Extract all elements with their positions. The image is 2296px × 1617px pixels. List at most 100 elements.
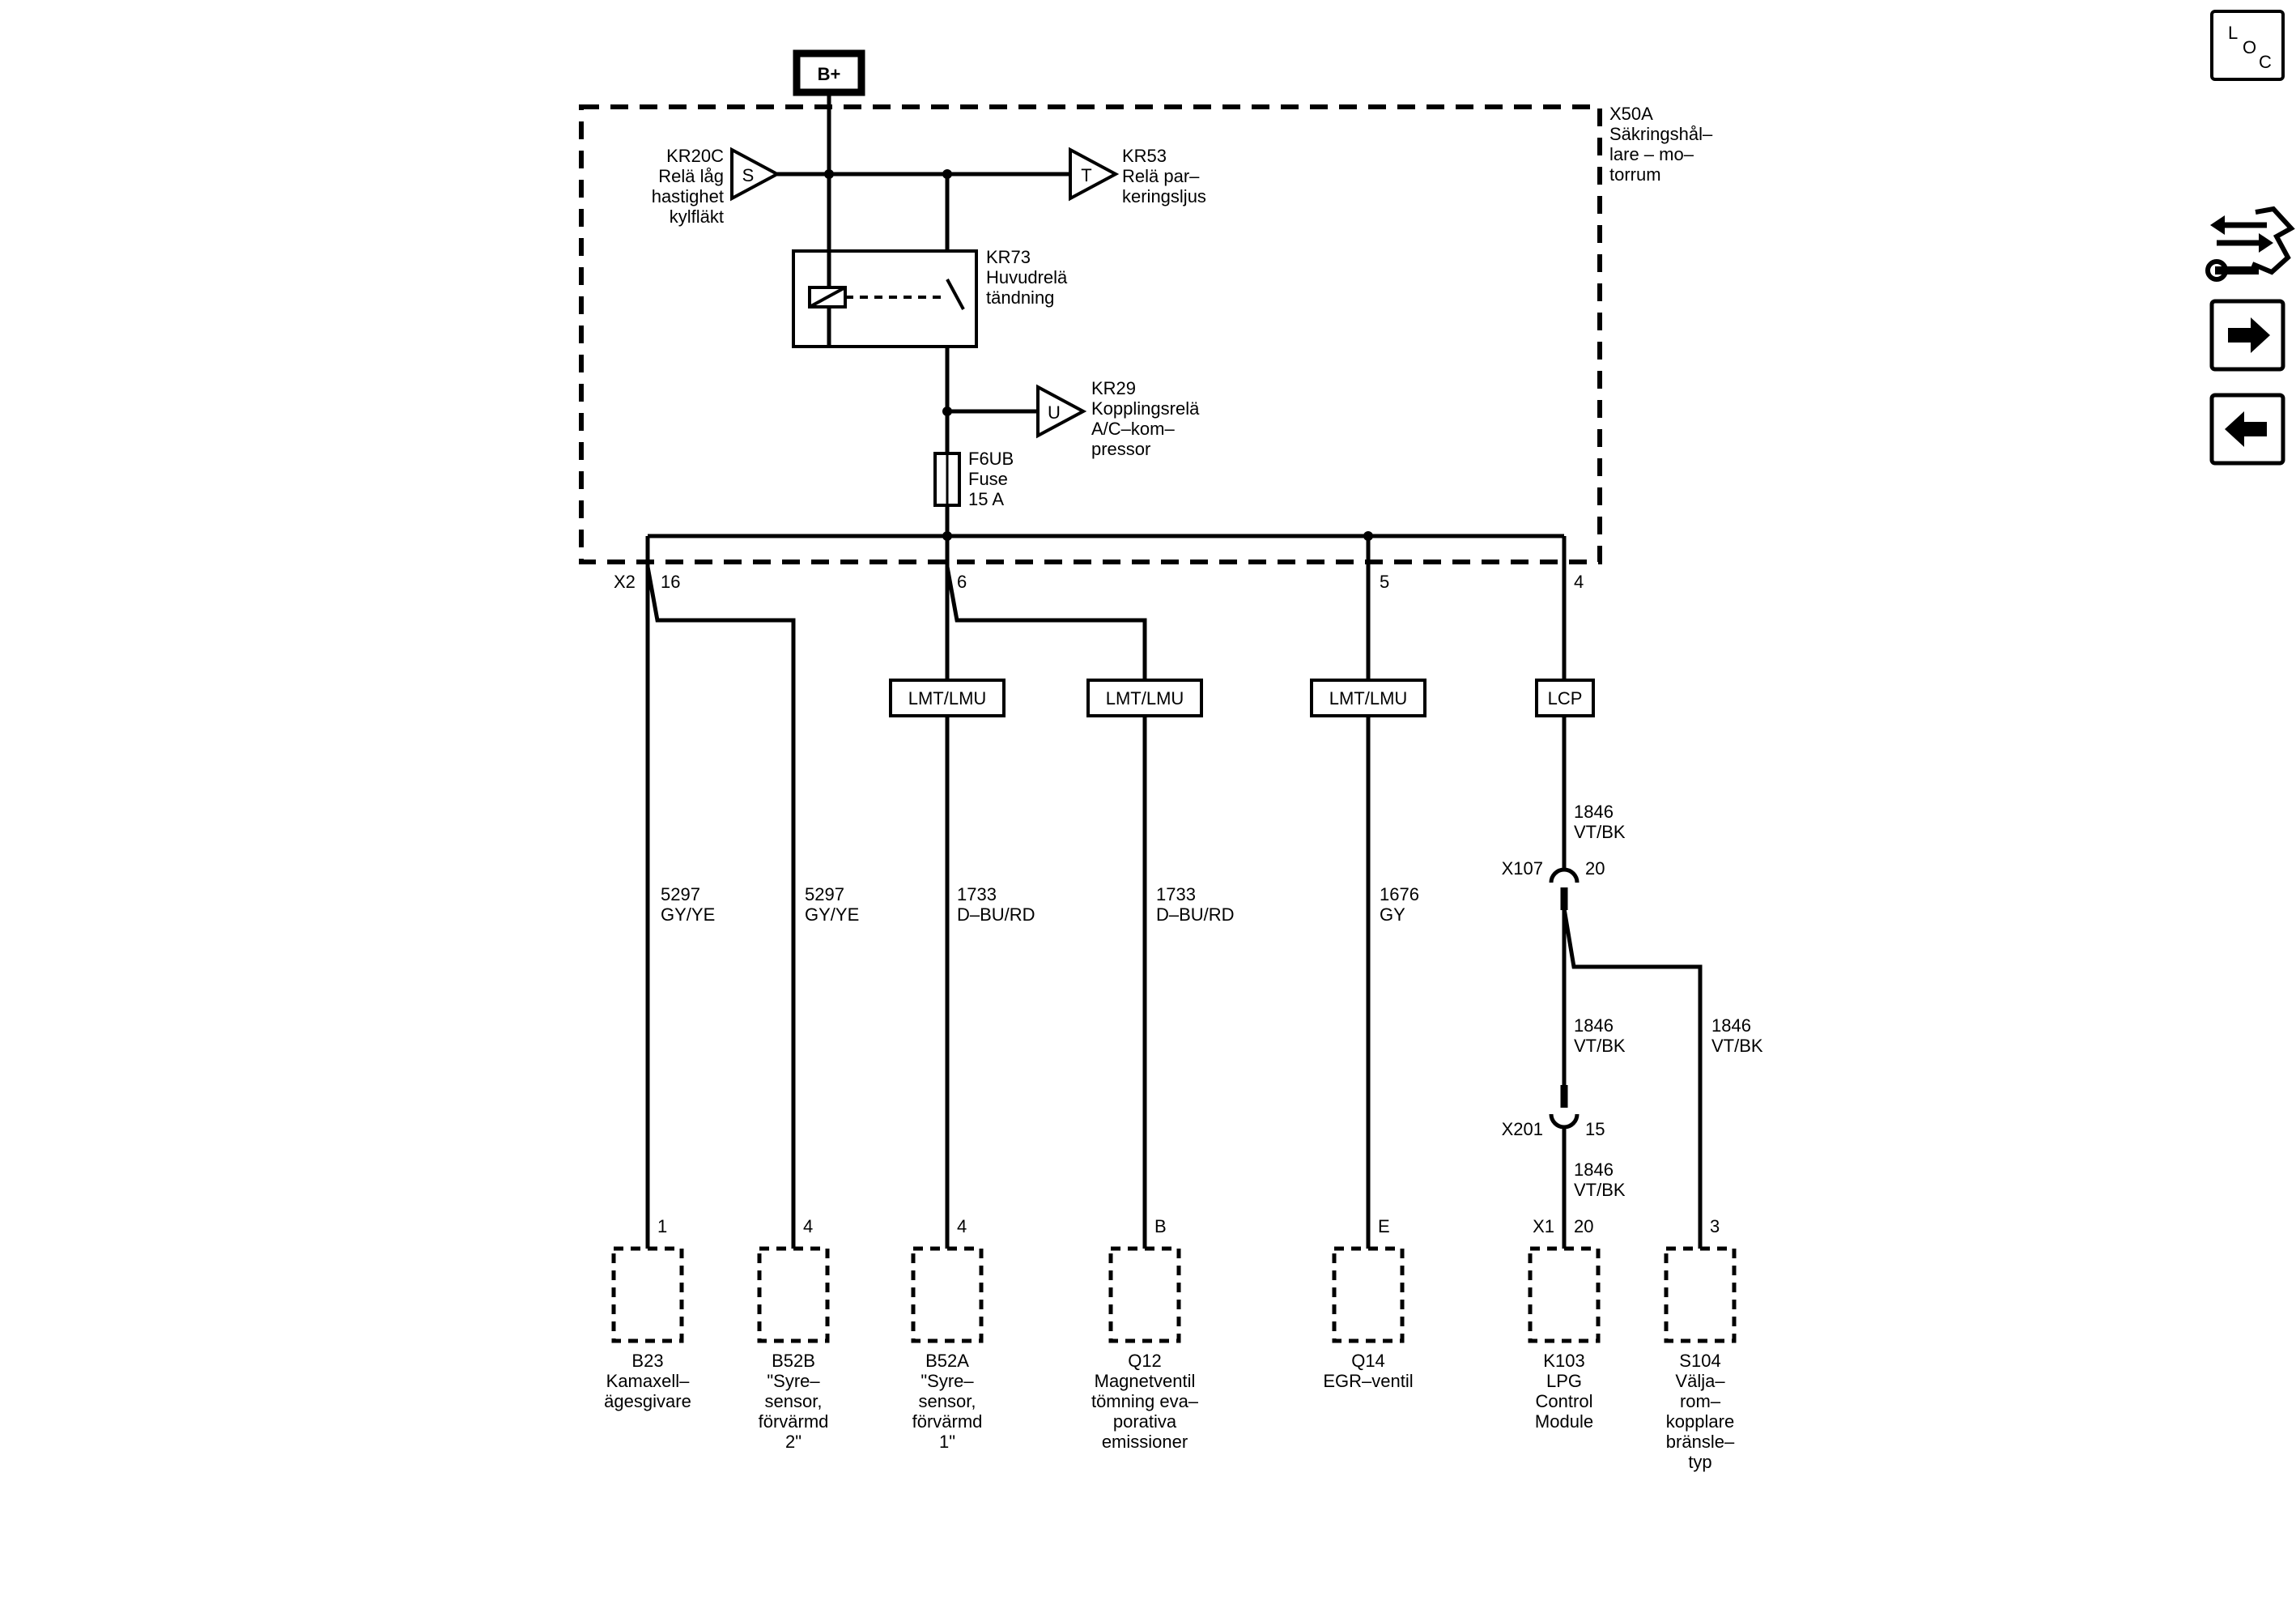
kr53-desc-line2: keringsljus: [1122, 186, 1206, 206]
external-wiring: [645, 536, 1703, 1249]
x1-name: X1: [1533, 1216, 1554, 1236]
kr73-desc-line2: tändning: [986, 287, 1054, 308]
kr20c-relay-reference: S KR20C Relä låg hastighet kylfläkt: [652, 146, 781, 227]
wire-color-8: VT/BK: [1711, 1036, 1763, 1056]
svg-text:förvärmd: förvärmd: [759, 1411, 829, 1432]
wire-color-3: D–BU/RD: [957, 904, 1035, 925]
option-box-3: LMT/LMU: [1310, 679, 1426, 717]
option-box-2: LMT/LMU: [1086, 679, 1203, 717]
option-box-1: LMT/LMU: [889, 679, 1006, 717]
wire-num-2: 5297: [805, 884, 844, 904]
kr73-name: KR73: [986, 247, 1031, 267]
pin-label-6: 6: [957, 572, 967, 592]
svg-text:Q14: Q14: [1351, 1351, 1385, 1371]
arrow-left-icon: [2225, 411, 2267, 447]
svg-text:S104: S104: [1679, 1351, 1720, 1371]
wire-num-9: 1846: [1574, 1160, 1614, 1180]
fuse-rating: 15 A: [968, 489, 1004, 509]
svg-text:sensor,: sensor,: [765, 1391, 823, 1411]
component-b52b: B52B "Syre– sensor, förvärmd 2": [757, 1246, 830, 1452]
svg-text:B52B: B52B: [772, 1351, 815, 1371]
option-label-4: LCP: [1548, 688, 1583, 709]
kr20c-name: KR20C: [666, 146, 724, 166]
svg-text:2": 2": [785, 1432, 801, 1452]
previous-page-button[interactable]: [2209, 393, 2285, 466]
kr20c-desc-line1: Relä låg: [658, 166, 724, 186]
kr53-relay-reference: T KR53 Relä par– keringsljus: [1069, 146, 1206, 206]
kr29-relay-reference: U KR29 Kopplingsrelä A/C–kom– pressor: [1036, 378, 1200, 459]
kr73-desc-line1: Huvudrelä: [986, 267, 1068, 287]
option-label-3: LMT/LMU: [1329, 688, 1408, 709]
kr29-desc-line3: pressor: [1091, 439, 1150, 459]
kr29-desc-line1: Kopplingsrelä: [1091, 398, 1200, 419]
kr53-desc-line1: Relä par–: [1122, 166, 1200, 186]
x1-pin: 20: [1574, 1216, 1593, 1236]
kr20c-desc-line3: kylfläkt: [670, 206, 724, 227]
component-s104: S104 Välja– rom– kopplare bränsle– typ: [1664, 1246, 1737, 1472]
option-label-1: LMT/LMU: [908, 688, 987, 709]
svg-text:sensor,: sensor,: [919, 1391, 976, 1411]
x107-name: X107: [1502, 858, 1543, 879]
component-pin-b23: 1: [657, 1216, 667, 1236]
component-q14: Q14 EGR–ventil: [1323, 1246, 1414, 1391]
kr29-name: KR29: [1091, 378, 1136, 398]
pin-label-16: 16: [661, 572, 680, 592]
x201-name: X201: [1502, 1119, 1543, 1139]
wire-color-2: GY/YE: [805, 904, 859, 925]
svg-text:C: C: [2259, 52, 2272, 72]
kr20c-desc-line2: hastighet: [652, 186, 724, 206]
component-pin-q14: E: [1378, 1216, 1390, 1236]
svg-text:Magnetventil: Magnetventil: [1095, 1371, 1196, 1391]
kr20c-symbol: S: [742, 165, 755, 185]
component-pin-q12: B: [1154, 1216, 1167, 1236]
fuse-name: F6UB: [968, 449, 1014, 469]
svg-text:EGR–ventil: EGR–ventil: [1323, 1371, 1413, 1391]
svg-text:Välja–: Välja–: [1675, 1371, 1725, 1391]
next-page-button[interactable]: [2209, 299, 2285, 372]
wire-num-6: 1846: [1574, 802, 1614, 822]
svg-text:typ: typ: [1688, 1452, 1711, 1472]
wrench-connector-icon[interactable]: [2205, 206, 2295, 282]
component-pin-s104: 3: [1710, 1216, 1720, 1236]
svg-text:L: L: [2228, 23, 2238, 43]
fuse-block-boundary: [579, 104, 1602, 564]
inline-connector-x107: X107 20: [1502, 858, 1605, 910]
svg-text:emissioner: emissioner: [1102, 1432, 1188, 1452]
svg-text:Control: Control: [1536, 1391, 1593, 1411]
svg-text:ägesgivare: ägesgivare: [604, 1391, 691, 1411]
kr53-name: KR53: [1122, 146, 1167, 166]
fuse-desc: Fuse: [968, 469, 1008, 489]
fuse-block-name: X50A: [1609, 104, 1653, 124]
svg-text:LPG: LPG: [1546, 1371, 1582, 1391]
location-button[interactable]: L O C: [2210, 10, 2285, 81]
battery-positive-label: B+: [818, 64, 841, 84]
wire-num-8: 1846: [1711, 1015, 1751, 1036]
svg-text:porativa: porativa: [1113, 1411, 1177, 1432]
svg-text:B52A: B52A: [925, 1351, 969, 1371]
arrow-right-icon: [2228, 317, 2270, 353]
kr73-ignition-relay: KR73 Huvudrelä tändning: [792, 247, 1068, 348]
wire-color-6: VT/BK: [1574, 822, 1626, 842]
wire-color-7: VT/BK: [1574, 1036, 1626, 1056]
svg-text:förvärmd: förvärmd: [912, 1411, 983, 1432]
wire-color-9: VT/BK: [1574, 1180, 1626, 1200]
internal-wiring: [648, 96, 1564, 541]
svg-text:1": 1": [939, 1432, 955, 1452]
wire-num-5: 1676: [1380, 884, 1419, 904]
svg-text:kopplare: kopplare: [1666, 1411, 1734, 1432]
component-b23: B23 Kamaxell– ägesgivare: [604, 1246, 691, 1411]
component-q12: Q12 Magnetventil tömning eva– porativa e…: [1091, 1246, 1199, 1452]
harness-connector-name: X2: [614, 572, 636, 592]
x201-pin: 15: [1585, 1119, 1605, 1139]
wire-num-4: 1733: [1156, 884, 1196, 904]
svg-text:K103: K103: [1543, 1351, 1584, 1371]
wire-color-4: D–BU/RD: [1156, 904, 1235, 925]
option-label-2: LMT/LMU: [1106, 688, 1184, 709]
pin-label-5: 5: [1380, 572, 1389, 592]
battery-positive-terminal: B+: [793, 49, 865, 96]
kr29-symbol: U: [1048, 402, 1061, 423]
component-k103: K103 LPG Control Module: [1528, 1246, 1601, 1432]
svg-text:tömning eva–: tömning eva–: [1091, 1391, 1199, 1411]
pin-label-4: 4: [1574, 572, 1584, 592]
